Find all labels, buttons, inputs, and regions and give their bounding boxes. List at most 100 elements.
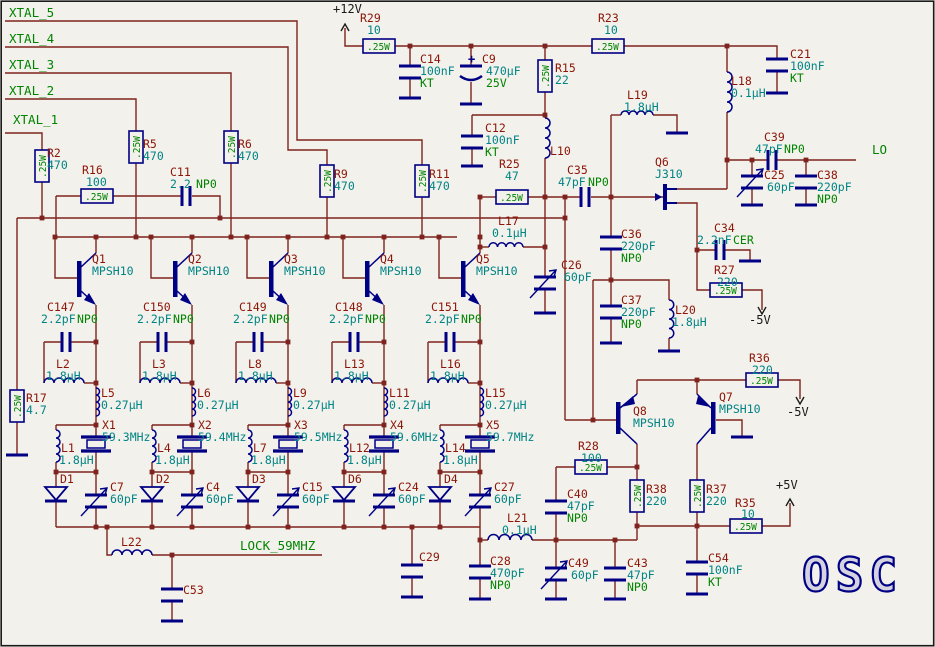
C147-ref: C147 (47, 300, 75, 314)
D6-symbol[interactable] (331, 486, 357, 503)
R36-symbol[interactable] (745, 372, 779, 388)
C14-symbol[interactable] (399, 64, 421, 80)
R29-ref: R29 (360, 11, 381, 25)
L13-symbol[interactable] (331, 377, 373, 384)
C53-symbol[interactable] (161, 587, 183, 603)
L12-symbol[interactable] (343, 429, 349, 463)
C36-symbol[interactable] (600, 235, 622, 251)
L5-symbol[interactable] (95, 387, 101, 417)
L21-symbol[interactable] (487, 533, 533, 541)
L8-symbol[interactable] (235, 377, 277, 384)
C37-symbol[interactable] (600, 304, 622, 320)
C12-symbol[interactable] (461, 134, 483, 150)
Q2-symbol[interactable] (173, 252, 193, 305)
L4-symbol[interactable] (151, 429, 157, 463)
R9-symbol[interactable] (319, 164, 335, 198)
C35-symbol[interactable] (579, 187, 591, 207)
L9-symbol[interactable] (287, 387, 293, 417)
R2-symbol[interactable] (34, 149, 50, 183)
R29-value: 10 (367, 23, 381, 37)
C148-symbol[interactable] (348, 332, 360, 352)
L1-symbol[interactable] (55, 429, 61, 463)
Q7-symbol[interactable] (696, 393, 716, 445)
C38-symbol[interactable] (795, 174, 817, 190)
R11-value: 470 (429, 179, 450, 193)
R38-symbol[interactable] (629, 479, 645, 513)
C9-symbol[interactable] (459, 64, 483, 82)
R23-symbol[interactable] (591, 38, 625, 54)
C15-symbol[interactable] (272, 487, 300, 517)
L19-symbol[interactable] (620, 110, 654, 116)
Q2-value: MPSH10 (188, 264, 230, 278)
C25-symbol[interactable] (736, 168, 764, 198)
L3-symbol[interactable] (139, 377, 181, 384)
R2-wattage: .25W (38, 155, 49, 178)
R5-symbol[interactable] (128, 130, 144, 164)
C28-symbol[interactable] (469, 564, 491, 580)
C24-symbol[interactable] (368, 487, 396, 517)
L2-symbol[interactable] (43, 377, 85, 384)
L22-symbol[interactable] (111, 549, 153, 556)
R29-symbol[interactable] (362, 38, 396, 54)
L20-symbol[interactable] (668, 299, 675, 339)
Q3-symbol[interactable] (269, 252, 289, 305)
D4-symbol[interactable] (427, 486, 453, 503)
L11-symbol[interactable] (383, 387, 389, 417)
C40-symbol[interactable] (545, 499, 567, 515)
C21-symbol[interactable] (766, 57, 788, 73)
R37-symbol[interactable] (689, 479, 705, 513)
C49-symbol[interactable] (540, 560, 568, 590)
R17-symbol[interactable] (9, 389, 25, 423)
R28-symbol[interactable] (574, 459, 608, 475)
L18-symbol[interactable] (726, 71, 733, 113)
Q4-symbol[interactable] (365, 252, 385, 305)
C34-value: 2.2nF (697, 233, 732, 247)
Q6-symbol[interactable] (655, 184, 677, 210)
C39-symbol[interactable] (766, 150, 778, 170)
R15-symbol[interactable] (537, 59, 553, 93)
C147-symbol[interactable] (60, 332, 72, 352)
R11-symbol[interactable] (414, 164, 430, 198)
C27-symbol[interactable] (464, 487, 492, 517)
L6-symbol[interactable] (191, 387, 197, 417)
X3-symbol[interactable] (273, 435, 303, 453)
R27-symbol[interactable] (709, 282, 743, 298)
L15-symbol[interactable] (479, 387, 485, 417)
C147-value: 2.2pF (41, 312, 76, 326)
Q5-symbol[interactable] (461, 252, 481, 305)
Q1-symbol[interactable] (77, 252, 97, 305)
C26-symbol[interactable] (529, 269, 557, 299)
X5-symbol[interactable] (465, 435, 495, 453)
R6-symbol[interactable] (223, 130, 239, 164)
C54-symbol[interactable] (686, 560, 708, 576)
Q8-symbol[interactable] (616, 393, 638, 445)
C11-symbol[interactable] (180, 186, 192, 206)
C26-value: 60pF (564, 270, 592, 284)
C43-symbol[interactable] (604, 566, 626, 582)
L10-symbol[interactable] (544, 117, 551, 159)
D1-symbol[interactable] (43, 486, 69, 503)
C7-symbol[interactable] (80, 487, 108, 517)
C151-symbol[interactable] (444, 332, 456, 352)
X2-symbol[interactable] (177, 435, 207, 453)
L13-value: 1.8µH (334, 369, 369, 383)
L17-symbol[interactable] (488, 242, 524, 248)
L7-symbol[interactable] (247, 429, 253, 463)
R25-symbol[interactable] (495, 189, 529, 205)
R16-symbol[interactable] (80, 188, 114, 204)
C34-symbol[interactable] (714, 240, 726, 260)
C150-symbol[interactable] (156, 332, 168, 352)
R5-value: 470 (143, 149, 164, 163)
net-label-xtal-5: XTAL_5 (9, 5, 54, 20)
D3-symbol[interactable] (235, 486, 261, 503)
C4-symbol[interactable] (176, 487, 204, 517)
X4-symbol[interactable] (369, 435, 399, 453)
C149-symbol[interactable] (252, 332, 264, 352)
D2-symbol[interactable] (139, 486, 165, 503)
X1-symbol[interactable] (81, 435, 111, 453)
R35-symbol[interactable] (729, 518, 763, 534)
L16-symbol[interactable] (427, 377, 469, 384)
C29-symbol[interactable] (401, 563, 423, 579)
L14-symbol[interactable] (439, 429, 445, 463)
